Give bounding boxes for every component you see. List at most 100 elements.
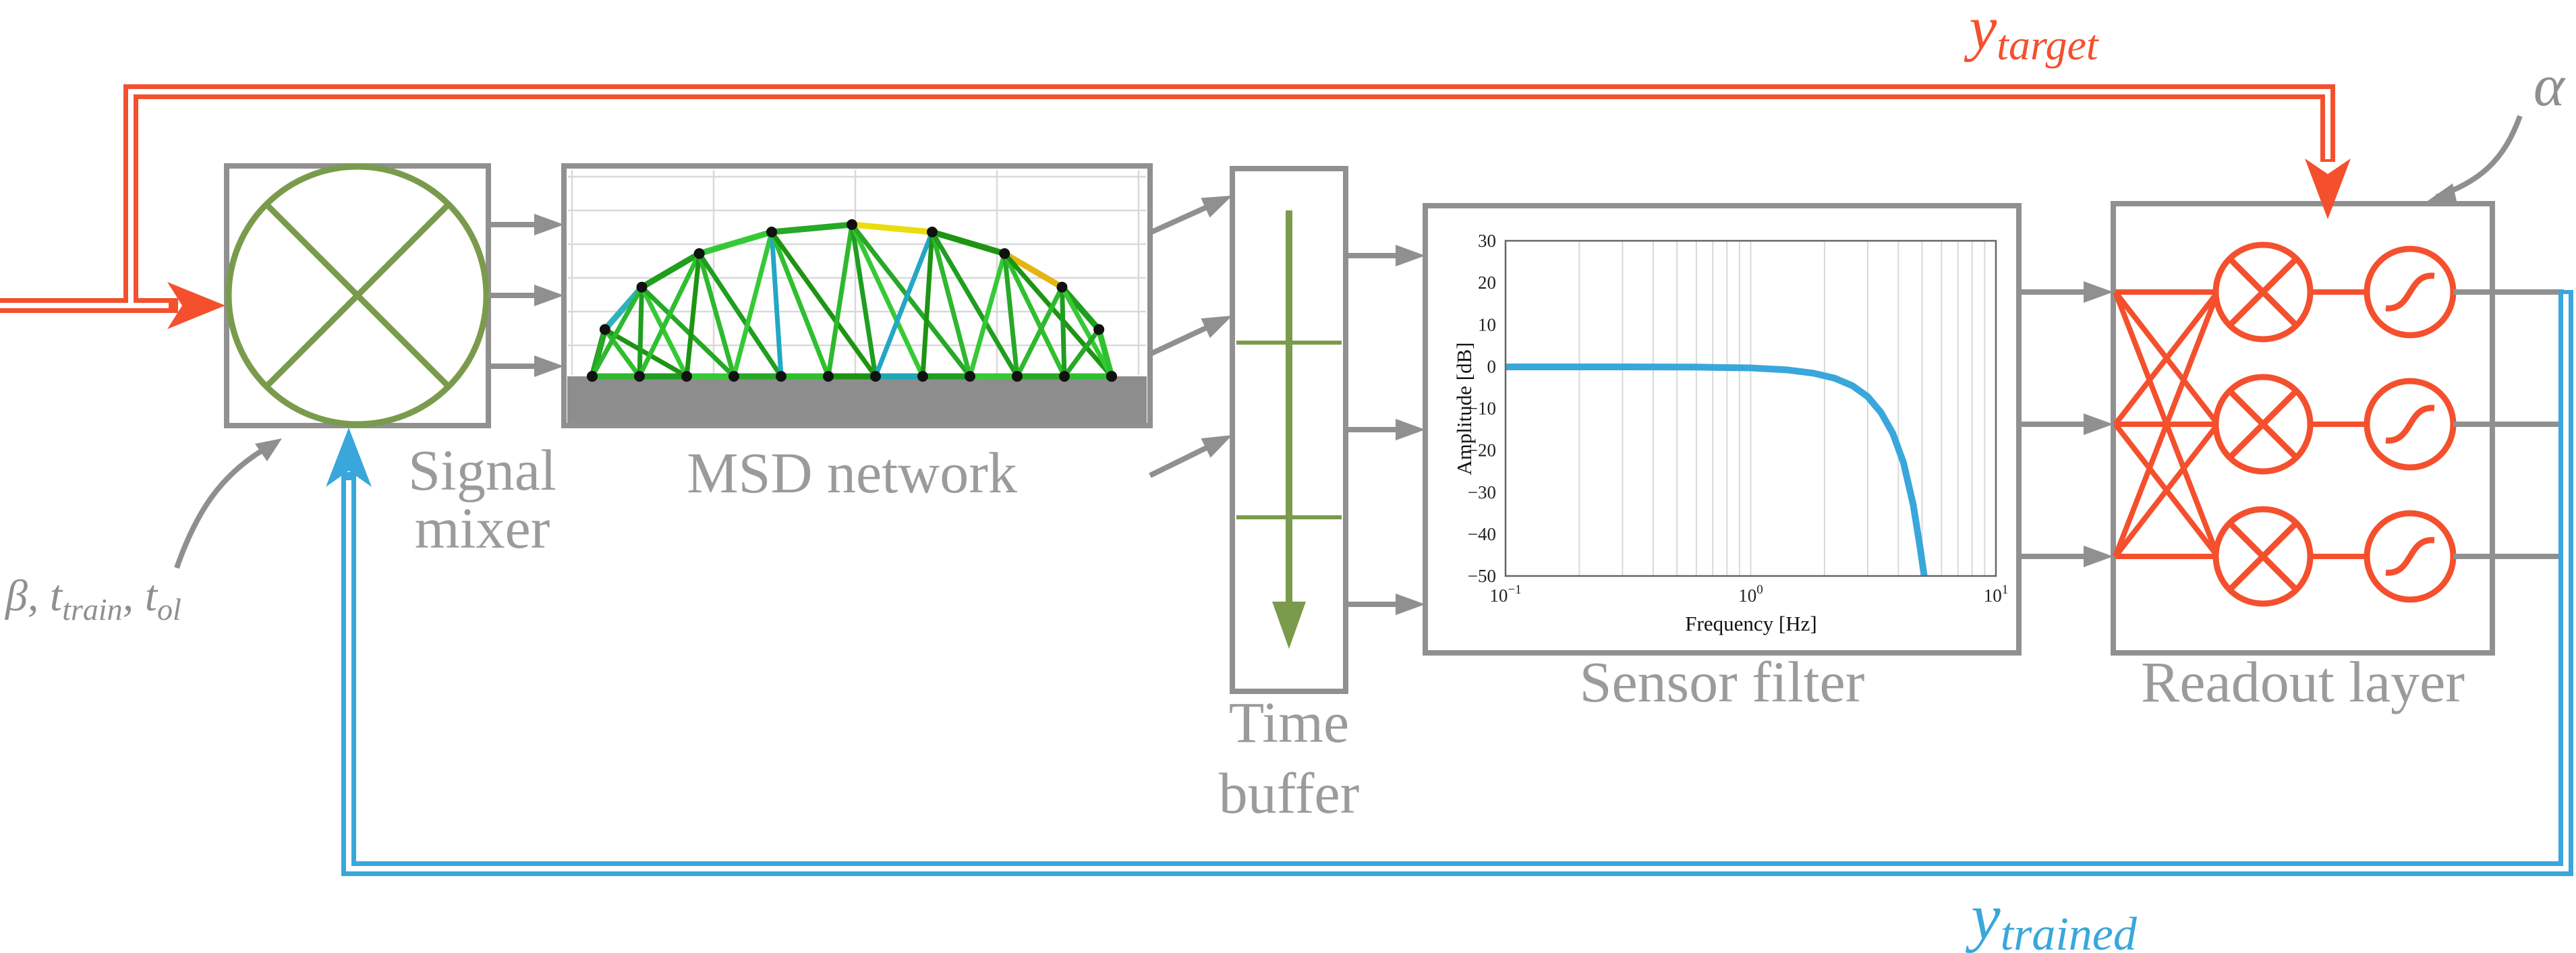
msd-mass-node xyxy=(693,248,705,259)
msd-mass-node xyxy=(599,324,610,335)
params-label: β, ttrain, tol xyxy=(4,571,181,627)
line-channel xyxy=(128,89,2330,308)
msd-mass-node xyxy=(587,371,598,382)
msd-spring-edge xyxy=(826,222,855,379)
msd-mass-node xyxy=(965,371,975,382)
y-target-path xyxy=(0,84,2351,329)
msd-mass-node xyxy=(1106,371,1117,382)
params-sub1: train xyxy=(62,592,122,627)
time-buffer-label-2: buffer xyxy=(1219,761,1360,826)
line-channel xyxy=(346,294,2569,871)
msd-spring-edge xyxy=(929,229,973,379)
y-tick-label: 30 xyxy=(1478,231,1496,251)
mixer-feedback-arrowhead-icon xyxy=(326,428,372,487)
msd-mass-node xyxy=(1059,371,1070,382)
msd-spring-edge xyxy=(849,222,925,379)
multiplier-cross-icon xyxy=(2228,257,2298,327)
x-tick-label: 10−1 xyxy=(1489,583,1521,606)
msd-spring-edge xyxy=(1002,251,1020,379)
y-target-feedback-line xyxy=(123,84,2335,313)
signal-mixer-label-2: mixer xyxy=(415,496,550,560)
msd-mass-node xyxy=(1056,281,1068,293)
mixer-input-arrowhead-icon xyxy=(167,282,225,329)
msd-spring-edge xyxy=(1001,250,1065,291)
msd-mass-node xyxy=(728,371,739,382)
msd-mass-node xyxy=(999,248,1010,259)
params-part1: β, t xyxy=(4,571,63,620)
y-tick-label: −20 xyxy=(1468,440,1496,461)
y-tick-label: 20 xyxy=(1478,272,1496,293)
time-buffer-label-1: Time xyxy=(1229,690,1349,755)
msd-spring-edge xyxy=(769,229,878,379)
connector-arrowhead-icon xyxy=(1396,594,1425,615)
signal-mixer-label-1: Signal xyxy=(408,438,556,502)
connector-arrowhead-icon xyxy=(534,214,564,235)
y-trained-main: y xyxy=(1965,881,2001,953)
multiplier-cross-icon xyxy=(2228,521,2298,591)
bode-response-curve xyxy=(1506,363,1928,576)
msd-spring-edge xyxy=(967,251,1007,379)
bode-x-axis-label: Frequency [Hz] xyxy=(1685,612,1816,635)
y-trained-sub: trained xyxy=(2001,908,2138,953)
msd-mass-node xyxy=(926,227,938,238)
msd-mass-node xyxy=(634,371,645,382)
msd-spring-edge xyxy=(697,251,737,379)
msd-spring-edge xyxy=(684,251,702,379)
msd-ground xyxy=(567,376,1147,423)
msd-spring-edge xyxy=(639,250,703,291)
connector-arrowhead-icon xyxy=(534,285,564,306)
msd-spring-edge xyxy=(849,222,878,379)
x-tick-label: 100 xyxy=(1738,583,1763,606)
msd-spring-edge xyxy=(639,285,737,379)
msd-spring-edge xyxy=(769,229,831,379)
alpha-annotation-arrow xyxy=(2435,115,2523,200)
mixer-circle-icon xyxy=(225,163,490,428)
bode-plot-frame xyxy=(1504,239,1997,577)
y-trained-label: ytrained xyxy=(1965,881,2138,953)
connector-arrowhead-icon xyxy=(1201,316,1232,339)
mixer-symbol xyxy=(225,163,490,428)
y-target-sub: target xyxy=(1997,21,2100,69)
msd-spring-edge xyxy=(602,326,642,379)
msd-mass-node xyxy=(870,371,881,382)
msd-spring-edge xyxy=(1059,285,1114,379)
bode-y-axis-label: Amplitude [dB] xyxy=(1452,342,1476,475)
alpha-label: α xyxy=(2534,53,2566,119)
msd-mass-node xyxy=(1012,371,1023,382)
msd-spring-edge xyxy=(849,222,973,379)
readout-network xyxy=(2113,241,2457,607)
y-target-main: y xyxy=(1964,0,1997,62)
readout-weight-line xyxy=(2113,290,2221,426)
y-tick-label: −30 xyxy=(1468,482,1496,502)
y-tick-label: 0 xyxy=(1487,356,1497,376)
msd-spring-edge xyxy=(768,221,855,235)
connector-arrowhead-icon xyxy=(1396,245,1425,266)
y-tick-label: 10 xyxy=(1478,314,1496,335)
sigmoid-curve-icon xyxy=(2385,537,2435,576)
connector-line xyxy=(1149,204,1209,235)
connector-arrowhead-icon xyxy=(534,355,564,377)
y-trained-path xyxy=(326,290,2573,876)
msd-spring-edge xyxy=(637,285,645,379)
msd-spring-edge xyxy=(697,251,784,379)
y-tick-label: −50 xyxy=(1468,566,1496,586)
readout-layer-label: Readout layer xyxy=(2141,649,2465,714)
connector-arrowhead-icon xyxy=(2084,281,2113,303)
multiplier-cross-icon xyxy=(2228,389,2298,459)
readout-weight-line xyxy=(2113,422,2221,558)
msd-spring-edge xyxy=(1002,251,1114,379)
msd-spring-edge xyxy=(929,229,1008,257)
msd-spring-edge xyxy=(731,229,774,379)
msd-network-plot xyxy=(567,170,1147,423)
msd-mass-node xyxy=(847,219,857,230)
readout-weight-line xyxy=(2113,291,2221,558)
alpha-arrowhead-icon xyxy=(2426,183,2457,202)
connector-arrowhead-icon xyxy=(1201,196,1232,218)
msd-spring-edge xyxy=(637,251,702,379)
connector-arrowhead-icon xyxy=(1396,419,1425,440)
msd-mass-node xyxy=(766,227,778,238)
msd-mass-node xyxy=(823,371,834,382)
sigmoid-curve-icon xyxy=(2385,405,2435,444)
y-tick-label: −40 xyxy=(1468,524,1496,544)
